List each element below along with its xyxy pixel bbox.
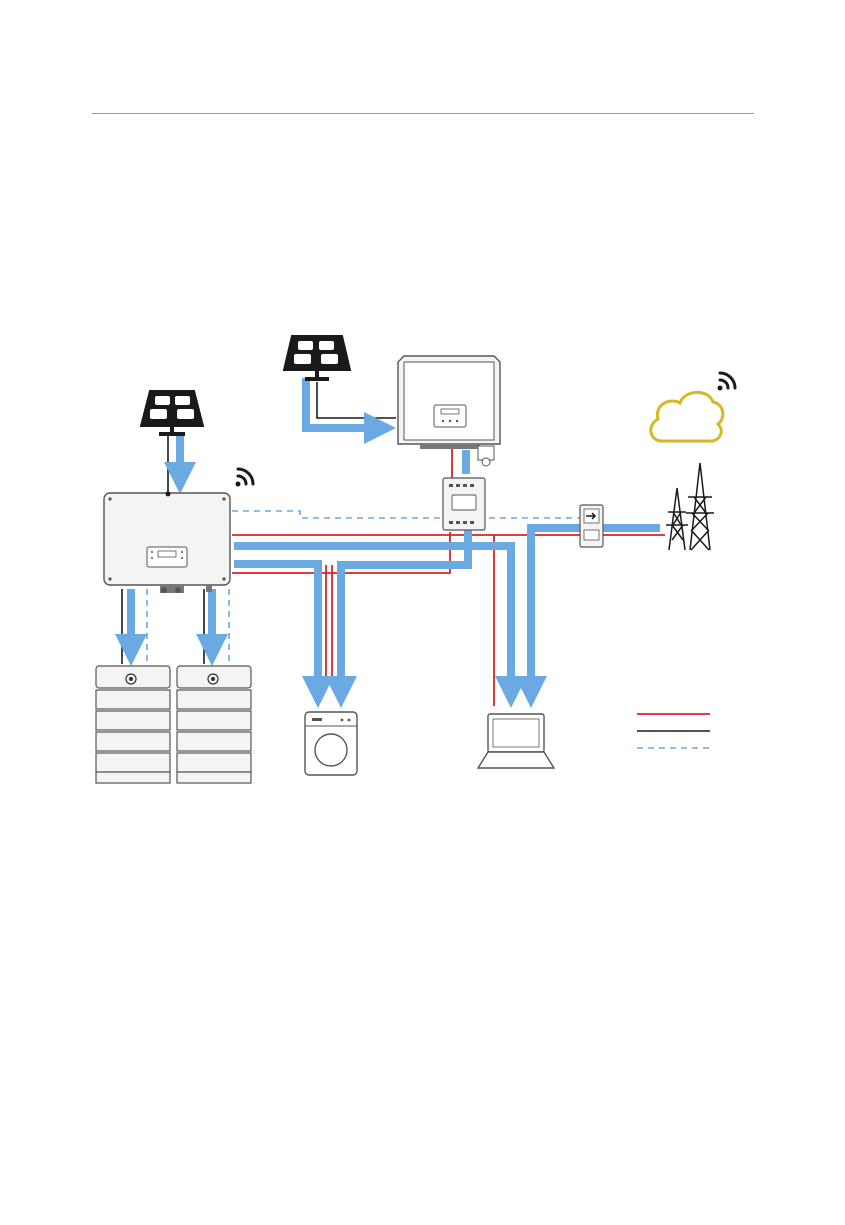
wifi-icon (236, 469, 254, 487)
grid-meter (580, 505, 603, 547)
solar-panel-icon (284, 336, 350, 381)
battery-stack (96, 666, 170, 783)
cloud-icon (651, 392, 723, 441)
hybrid-inverter (104, 492, 230, 594)
transmission-tower-icon (666, 463, 714, 550)
smart-meter (443, 478, 485, 530)
battery-stack (177, 666, 251, 783)
pv-inverter (398, 356, 500, 466)
laptop-icon (478, 714, 554, 768)
washing-machine-icon (305, 712, 357, 775)
solar-panel-icon (141, 391, 203, 436)
wifi-icon (718, 373, 736, 391)
